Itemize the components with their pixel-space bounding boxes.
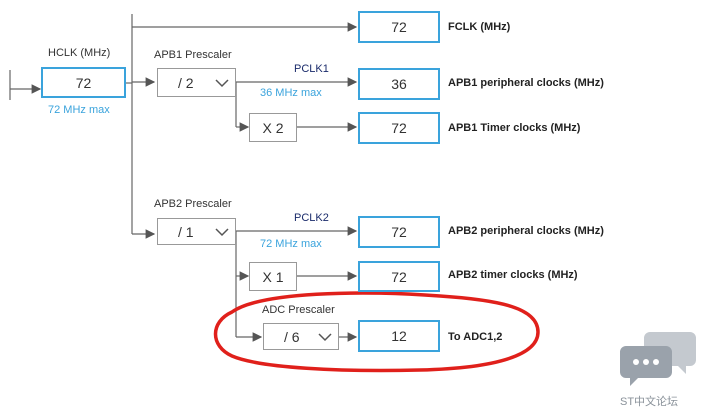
- apb2-timer-multiplier: X 1: [249, 262, 297, 291]
- apb1-timer-label: APB1 Timer clocks (MHz): [448, 122, 581, 134]
- apb1-prescaler-select[interactable]: / 2: [157, 68, 236, 97]
- apb1-peripheral-label: APB1 peripheral clocks (MHz): [448, 77, 604, 89]
- watermark: ST中文论坛: [620, 330, 702, 410]
- adc-prescaler-label: ADC Prescaler: [262, 304, 335, 316]
- fclk-label: FCLK (MHz): [448, 21, 511, 33]
- apb2-prescaler-label: APB2 Prescaler: [154, 198, 232, 210]
- apb2-timer-value-box[interactable]: 72: [358, 261, 440, 292]
- apb1-peripheral-value-box[interactable]: 36: [358, 68, 440, 100]
- pclk2-label: PCLK2: [294, 212, 329, 224]
- pclk1-max-label: 36 MHz max: [260, 87, 322, 99]
- apb2-peripheral-value-box[interactable]: 72: [358, 216, 440, 248]
- apb1-prescaler-label: APB1 Prescaler: [154, 49, 232, 61]
- watermark-text: ST中文论坛: [620, 396, 679, 408]
- chat-bubble-icon: [620, 332, 696, 386]
- apb2-prescaler-select[interactable]: / 1: [157, 218, 236, 245]
- apb1-timer-multiplier: X 2: [249, 113, 297, 142]
- chevron-down-icon: [318, 332, 332, 341]
- apb1-prescaler-value: / 2: [178, 74, 194, 91]
- apb1-timer-value-box[interactable]: 72: [358, 112, 440, 144]
- hclk-label: HCLK (MHz): [48, 47, 111, 59]
- hclk-max-label: 72 MHz max: [48, 104, 110, 116]
- pclk2-max-label: 72 MHz max: [260, 238, 322, 250]
- fclk-value-box[interactable]: 72: [358, 11, 440, 43]
- apb2-peripheral-label: APB2 peripheral clocks (MHz): [448, 225, 604, 237]
- hclk-value-box[interactable]: 72: [41, 67, 126, 98]
- adc-prescaler-select[interactable]: / 6: [263, 323, 339, 350]
- apb2-timer-label: APB2 timer clocks (MHz): [448, 269, 578, 281]
- adc-value-box[interactable]: 12: [358, 320, 440, 352]
- apb2-prescaler-value: / 1: [178, 223, 194, 240]
- chevron-down-icon: [215, 78, 229, 87]
- pclk1-label: PCLK1: [294, 63, 329, 75]
- adc-highlight-circle: [213, 291, 540, 373]
- adc-prescaler-value: / 6: [284, 328, 300, 345]
- chevron-down-icon: [215, 227, 229, 236]
- adc-output-label: To ADC1,2: [448, 331, 503, 343]
